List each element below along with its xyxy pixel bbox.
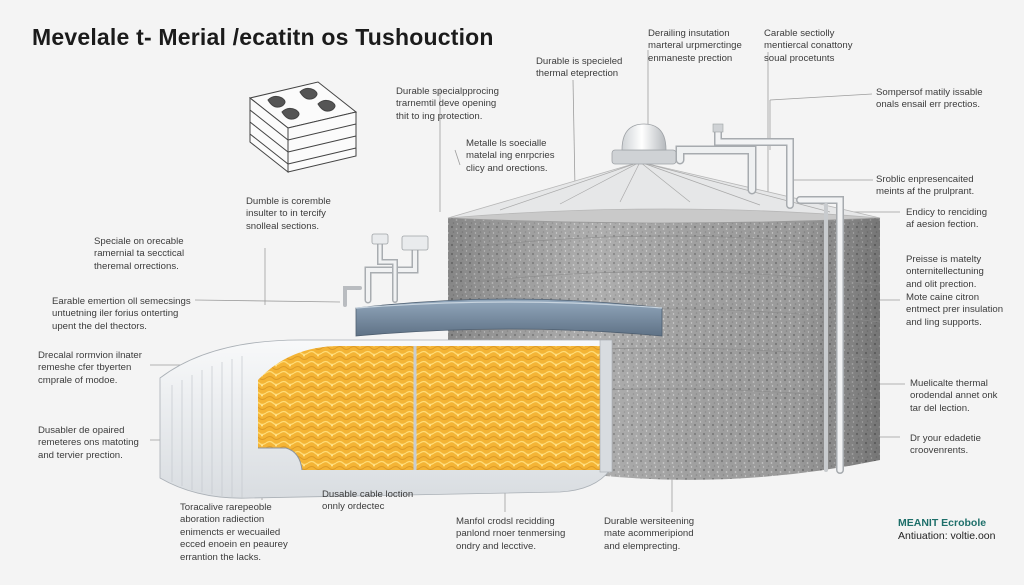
label-top-durable-sectional: Carable sectiolly mentiercal conattony s… bbox=[764, 28, 853, 65]
label-top-detailing-insulation: Derailing insutation marteral urpmerctin… bbox=[648, 28, 742, 65]
label-bottom-manfol-crodsl: Manfol crodsl recidding panlond rnoer te… bbox=[456, 516, 565, 553]
label-right-dr-your: Dr your edadetie croovenrents. bbox=[910, 433, 981, 458]
label-right-endicy: Endicy to renciding af aesion fection. bbox=[906, 207, 987, 232]
leader-line bbox=[573, 80, 575, 188]
label-upper-left-dev-opening: Durable specialpprocing trarnemtil deve … bbox=[396, 86, 499, 123]
insulation-panel-icon bbox=[250, 82, 356, 172]
leader-line bbox=[195, 300, 340, 302]
label-right-mueticalte-thermal: Muelicalte thermal orodendal annet onk t… bbox=[910, 378, 997, 415]
label-mid-metalle-specialle: Metalle ls soecialle matelal ing enrpcri… bbox=[466, 138, 555, 175]
diagram-title: Mevelale t- Merial /ecatitn os Tushoucti… bbox=[32, 24, 494, 51]
label-left-earable-emretion: Earable emertion oll semecsings untuetni… bbox=[52, 296, 191, 333]
valve-assembly-icon bbox=[345, 234, 428, 305]
label-bottom-toracalive: Toracalive rarepeoble aboration radiecti… bbox=[180, 502, 288, 564]
brand-line-1: MEANIT Ecrobole bbox=[898, 517, 995, 530]
brand-caption: MEANIT Ecrobole Antiuation: voltie.oon bbox=[898, 517, 995, 543]
label-top-durable-thermal: Durable is specieled thermal eteprection bbox=[536, 56, 622, 81]
leader-line bbox=[770, 94, 872, 100]
label-left-drecalal-rormvion: Drecalal rormvion ilnater remeshe cfer t… bbox=[38, 350, 142, 387]
label-icon-durable-insulated: Dumble is coremble insulter to in tercif… bbox=[246, 196, 331, 233]
label-left-speciale-orecable: Speciale on orecable ramernial ta seccti… bbox=[94, 236, 184, 273]
label-left-dusabler-opalred: Dusabler de opaired remeteres ons matoti… bbox=[38, 425, 139, 462]
leader-line bbox=[455, 150, 460, 165]
label-top-right-somperscf: Sompersof matily issable onals ensail er… bbox=[876, 87, 983, 112]
label-right-mote-caine: Mote caine citron entmect prer insulatio… bbox=[906, 292, 1003, 329]
brand-line-2: Antiuation: voltie.oon bbox=[898, 530, 995, 543]
label-right-stoblic: Sroblic enpresencaited meints af the pru… bbox=[876, 174, 974, 199]
label-right-preisse: Preisse is matelty onternitellectuning a… bbox=[906, 254, 984, 291]
insulation-cutaway bbox=[160, 340, 612, 498]
label-bottom-durable-weathering: Durable wersiteening mate acommeripiond … bbox=[604, 516, 694, 553]
label-bottom-dusable-cable: Dusable cable loction onnly ordectec bbox=[322, 489, 413, 514]
